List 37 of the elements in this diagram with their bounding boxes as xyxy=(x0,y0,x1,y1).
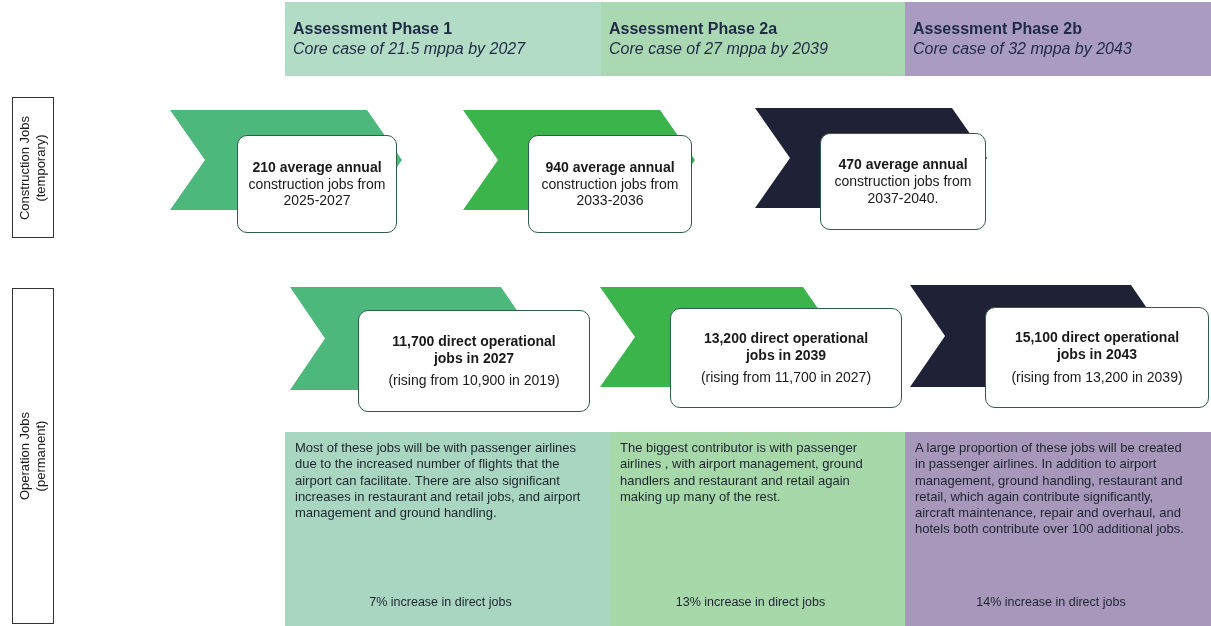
description-panel xyxy=(285,432,610,626)
row-label-box xyxy=(12,97,54,238)
jobs-figure: 11,700 direct operational jobs in 2027 xyxy=(391,332,557,367)
phase-title: Assessment Phase 2a xyxy=(609,19,779,39)
increase-note: 7% increase in direct jobs xyxy=(368,594,513,612)
jobs-figure: 470 average annual construction jobs from 2037-2040. xyxy=(833,156,973,207)
jobs-figure: 940 average annual construction jobs from 2033-2036 xyxy=(540,158,680,210)
phase-header xyxy=(285,2,601,76)
increase-note: 14% increase in direct jobs xyxy=(975,594,1127,612)
description-text: The biggest contributor is with passenger airlines , with airport management, ground handlers and restaurant and retail again making up many of the rest. xyxy=(620,440,864,505)
jobs-box xyxy=(820,133,986,230)
jobs-box xyxy=(670,308,902,408)
row-label-box xyxy=(12,288,54,624)
jobs-box xyxy=(237,135,397,233)
description-panel xyxy=(610,432,905,626)
increase-note: 13% increase in direct jobs xyxy=(674,594,827,612)
jobs-figure: 15,100 direct operational jobs in 2043 xyxy=(1013,329,1181,363)
phase-subtitle: Core case of 21.5 mppa by 2027 xyxy=(293,39,527,59)
jobs-figure: 13,200 direct operational jobs in 2039 xyxy=(702,329,870,364)
description-text: Most of these jobs will be with passenger airlines due to the increased number of flights that the airport can facilitate. There are also significant increases in restaurant and retail jobs, and airport management and ground handling. xyxy=(295,440,582,522)
phase-header xyxy=(601,2,905,76)
description-panel xyxy=(905,432,1211,626)
jobs-box xyxy=(528,135,692,233)
phase-subtitle: Core case of 27 mppa by 2039 xyxy=(609,39,829,59)
jobs-note: (rising from 13,200 in 2039) xyxy=(1011,368,1183,386)
row-label: Operation Jobs (permanent) xyxy=(16,410,49,503)
jobs-figure: 210 average annual construction jobs from 2025-2027 xyxy=(247,158,387,210)
phase-subtitle: Core case of 32 mppa by 2043 xyxy=(913,39,1133,59)
description-text: A large proportion of these jobs will be created in passenger airlines. In addition to airport management, ground handling, restaurant and retail, which again contribute significantly, aircraft maintenance, repair and overhaul, and hotels both contribute over 100 additional jobs. xyxy=(915,440,1185,538)
jobs-note: (rising from 11,700 in 2027) xyxy=(700,369,872,387)
jobs-box xyxy=(985,307,1209,408)
jobs-note: (rising from 10,900 in 2019) xyxy=(388,372,560,390)
phase-title: Assessment Phase 2b xyxy=(913,19,1083,39)
phase-header xyxy=(905,2,1211,76)
jobs-box xyxy=(358,310,590,412)
row-label: Construction Jobs (temporary) xyxy=(16,114,49,222)
phase-title: Assessment Phase 1 xyxy=(293,19,454,39)
